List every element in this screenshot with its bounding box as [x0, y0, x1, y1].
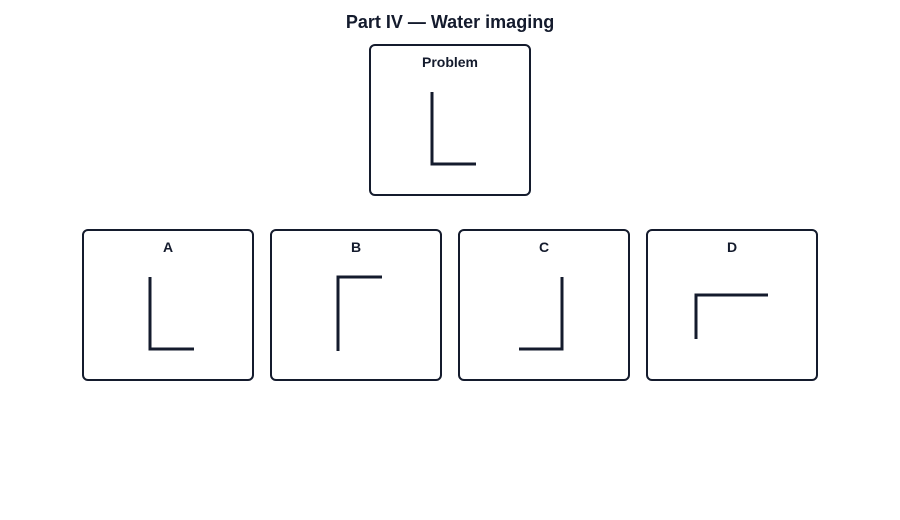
option-c-label: C	[538, 239, 550, 255]
problem-panel: Problem	[369, 44, 531, 196]
option-b-label: B	[350, 239, 362, 255]
option-c-figure	[519, 277, 564, 351]
option-c-l-shape	[519, 277, 564, 351]
option-b-panel[interactable]: B	[270, 229, 442, 381]
option-d-figure	[694, 293, 768, 339]
option-d-l-shape	[694, 293, 768, 339]
option-a-panel[interactable]: A	[82, 229, 254, 381]
problem-l-shape	[430, 92, 476, 166]
option-a-label: A	[162, 239, 174, 255]
option-a-l-shape	[148, 277, 194, 351]
option-d-label: D	[726, 239, 738, 255]
problem-figure	[430, 92, 476, 166]
option-a-figure	[148, 277, 194, 351]
option-d-panel[interactable]: D	[646, 229, 818, 381]
option-b-figure	[336, 275, 382, 351]
problem-label: Problem	[421, 54, 478, 70]
page-title: Part IV — Water imaging	[345, 12, 555, 32]
option-c-panel[interactable]: C	[458, 229, 630, 381]
option-b-l-shape	[336, 275, 382, 351]
